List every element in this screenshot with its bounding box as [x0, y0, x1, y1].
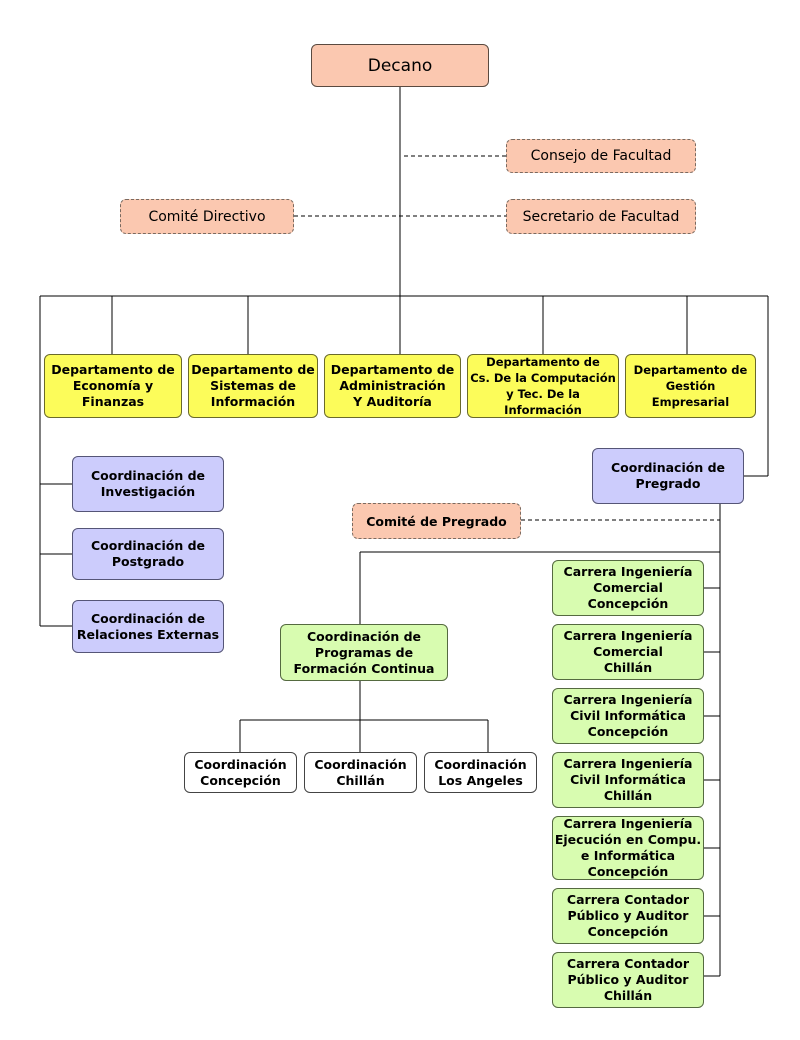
coordinacion-formacion-continua-box: Coordinación de Programas de Formación C…: [280, 624, 448, 681]
comite-directivo-box: Comité Directivo: [120, 199, 294, 234]
departamento-administracion-box: Departamento de Administración Y Auditor…: [324, 354, 461, 418]
departamento-computacion-box: Departamento de Cs. De la Computación y …: [467, 354, 619, 418]
coordinacion-pregrado-box: Coordinación de Pregrado: [592, 448, 744, 504]
carrera-civil-informatica-concepcion-box: Carrera Ingeniería Civil Informática Con…: [552, 688, 704, 744]
coordinacion-chillan-box: Coordinación Chillán: [304, 752, 417, 793]
carrera-contador-chillan-box: Carrera Contador Público y Auditor Chill…: [552, 952, 704, 1008]
carrera-ing-comercial-chillan-box: Carrera Ingeniería Comercial Chillán: [552, 624, 704, 680]
coordinacion-los-angeles-box: Coordinación Los Angeles: [424, 752, 537, 793]
departamento-economia-box: Departamento de Economía y Finanzas: [44, 354, 182, 418]
departamento-sistemas-box: Departamento de Sistemas de Información: [188, 354, 318, 418]
consejo-facultad-box: Consejo de Facultad: [506, 139, 696, 173]
coordinacion-relaciones-externas-box: Coordinación de Relaciones Externas: [72, 600, 224, 653]
secretario-facultad-box: Secretario de Facultad: [506, 199, 696, 234]
departamento-gestion-box: Departamento de Gestión Empresarial: [625, 354, 756, 418]
carrera-ing-comercial-concepcion-box: Carrera Ingeniería Comercial Concepción: [552, 560, 704, 616]
comite-pregrado-box: Comité de Pregrado: [352, 503, 521, 539]
decano-box: Decano: [311, 44, 489, 87]
carrera-civil-informatica-chillan-box: Carrera Ingeniería Civil Informática Chi…: [552, 752, 704, 808]
coordinacion-concepcion-box: Coordinación Concepción: [184, 752, 297, 793]
carrera-ejecucion-computacion-box: Carrera Ingeniería Ejecución en Compu. e…: [552, 816, 704, 880]
coordinacion-investigacion-box: Coordinación de Investigación: [72, 456, 224, 512]
carrera-contador-concepcion-box: Carrera Contador Público y Auditor Conce…: [552, 888, 704, 944]
coordinacion-postgrado-box: Coordinación de Postgrado: [72, 528, 224, 580]
